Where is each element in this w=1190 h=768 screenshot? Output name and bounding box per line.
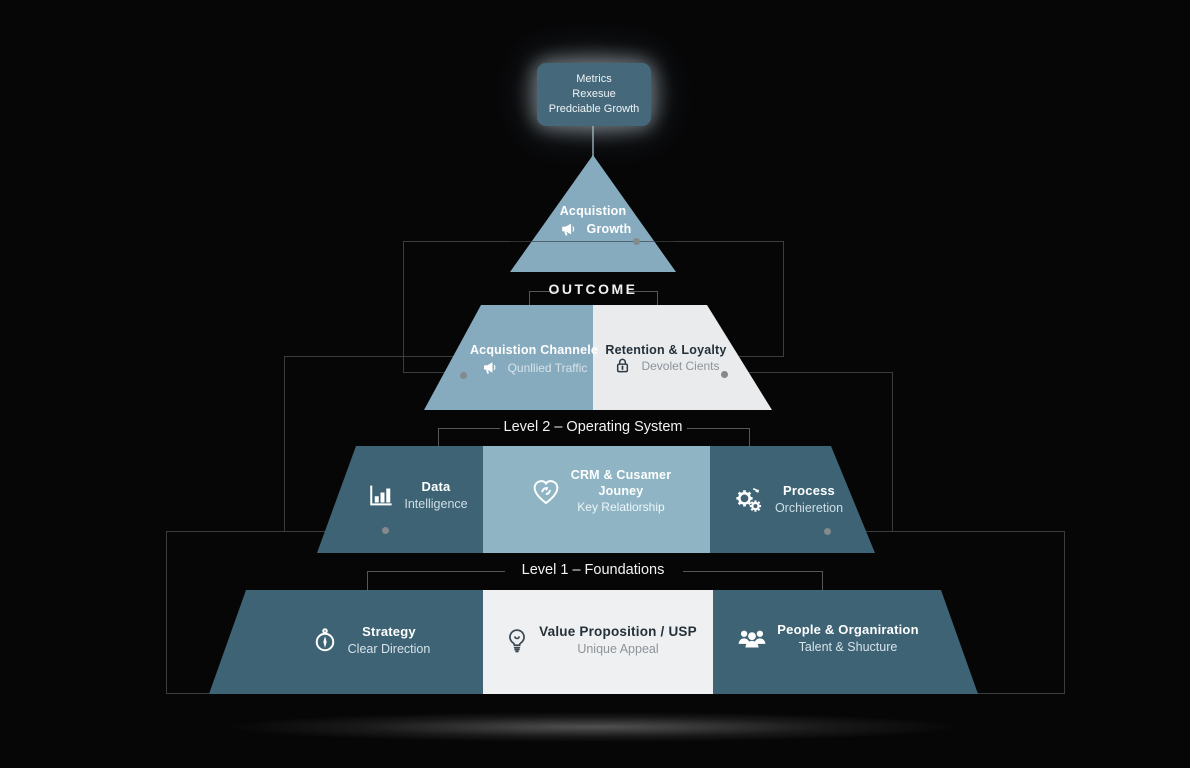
tier-level2-right-title-text: Process: [783, 483, 835, 498]
outcome-label: OUTCOME: [548, 281, 638, 297]
connector-line: [783, 241, 784, 357]
apex-line-2: Rexesue: [572, 88, 616, 100]
megaphone-icon: [559, 219, 579, 239]
segment-crm-customer-journey: [483, 446, 710, 553]
tier-level2-right-subtitle-text: Orchieretion: [774, 501, 844, 515]
bracket-line: [367, 571, 505, 572]
tier-level1-left-title-text: Strategy: [362, 624, 416, 639]
tier-level1-left-block: Strategy Clear Direction: [280, 624, 460, 656]
lock-icon: [612, 355, 633, 376]
connector-line: [166, 531, 167, 694]
tier-level1-middle-title-text: Value Proposition / USP: [539, 624, 697, 639]
connector-line: [1064, 531, 1065, 694]
bracket-line: [628, 291, 658, 292]
gears-icon: [731, 481, 767, 517]
connector-line-over-triangle: [510, 241, 676, 242]
apex-stem-line: [592, 126, 594, 157]
connector-dot: [824, 528, 831, 535]
tier-outcome-left-title-text: Acquistion Channele: [469, 343, 599, 357]
segment-strategy: [209, 590, 483, 694]
triangle-subtitle-text: Growth: [586, 222, 632, 236]
tier-level2-right-block: Process Orchieretion: [712, 481, 862, 517]
bracket-line: [687, 428, 750, 429]
tier-level1-middle-subtitle-text: Unique Appeal: [577, 642, 659, 656]
connector-dot: [721, 371, 728, 378]
tier-outcome-right-title: Retention & Loyalty: [586, 341, 746, 359]
connector-dot: [382, 527, 389, 534]
bracket-line: [367, 571, 368, 590]
tier-level2-middle-block: CRM & Cusamer Jouney Key Relatiorship: [520, 468, 680, 514]
megaphone-icon: [481, 358, 500, 377]
tier-level1-left-subtitle-text: Clear Direction: [347, 642, 431, 656]
bracket-line: [438, 428, 439, 446]
triangle-title: Acquistion: [533, 202, 653, 220]
connector-dot: [460, 372, 467, 379]
connector-line: [284, 356, 285, 532]
tier-level2-middle-line3-text: Key Relatiorship: [577, 500, 665, 514]
tier-level1-right-subtitle-text: Talent & Shucture: [798, 640, 898, 654]
lightbulb-icon: [503, 626, 531, 654]
apex-metrics-box: Metrics Rexesue Predciable Growth: [537, 63, 651, 126]
level1-label: Level 1 – Foundations: [521, 562, 665, 578]
bracket-line: [683, 571, 823, 572]
heart-icon: [529, 474, 563, 508]
tier-level1-middle-block: Value Proposition / USP Unique Appeal: [495, 624, 705, 656]
bracket-line: [822, 571, 823, 590]
tier-outcome-right-title-text: Retention & Loyalty: [605, 343, 727, 357]
connector-line: [403, 241, 404, 373]
bracket-line: [529, 291, 559, 292]
bracket-line: [438, 428, 500, 429]
connector-dot: [633, 238, 640, 245]
level2-label: Level 2 – Operating System: [503, 419, 683, 435]
ground-glow: [230, 712, 956, 742]
connector-line: [892, 372, 893, 532]
tier-level2-middle-line2-text: Jouney: [598, 484, 644, 498]
tier-level2-left-title-text: Data: [421, 479, 451, 494]
bar-chart-icon: [366, 480, 396, 510]
tier-outcome-right-subtitle-text: Devolet Cients: [641, 358, 720, 373]
tier-outcome-left-title: Acquistion Channele: [454, 341, 614, 359]
tier-level1-right-block: People & Organiration Talent & Shucture: [722, 622, 932, 654]
people-icon: [735, 623, 769, 653]
apex-line-1: Metrics: [576, 73, 612, 85]
bracket-line: [749, 428, 750, 446]
bracket-line: [657, 291, 658, 305]
tier-outcome-left-subtitle-text: Qunllied Traffic: [507, 360, 588, 375]
tier-level1-right-title-text: People & Organiration: [777, 622, 919, 637]
triangle-title-text: Acquistion: [559, 204, 627, 218]
tier-outcome-right-subrow: Devolet Cients: [586, 355, 746, 376]
compass-icon: [310, 625, 340, 655]
apex-line-3: Predciable Growth: [548, 103, 640, 115]
tier-level2-left-subtitle-text: Intelligence: [404, 497, 468, 511]
triangle-subtitle-row: Growth: [545, 219, 645, 239]
tier-level2-left-block: Data Intelligence: [352, 479, 482, 511]
tier-outcome-left-subrow: Qunllied Traffic: [454, 358, 614, 377]
tier-level2-middle-line1-text: CRM & Cusamer: [570, 468, 672, 482]
bracket-line: [529, 291, 530, 305]
